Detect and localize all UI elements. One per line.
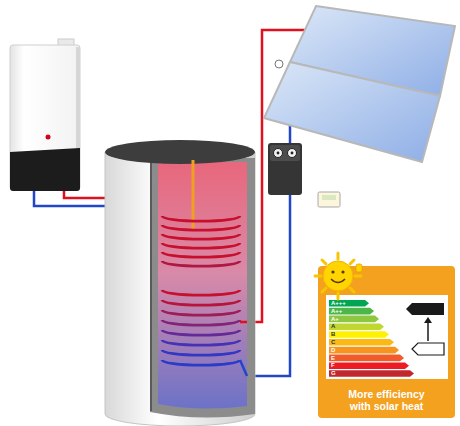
efficiency-bar [329, 355, 404, 362]
efficiency-bar [329, 323, 384, 330]
controller-case [318, 192, 340, 207]
coil-turn [162, 225, 240, 230]
return-pipe [34, 191, 108, 206]
tank-cut-edge [150, 160, 152, 411]
coil-turn [162, 216, 240, 221]
station-housing [268, 143, 302, 195]
collector-panel [264, 62, 440, 162]
anode-rod [192, 160, 195, 230]
sun-rays [315, 253, 361, 299]
efficiency-bar [329, 370, 414, 377]
coil-turn [162, 360, 240, 365]
coil-inlet [240, 321, 247, 324]
sun-face [323, 261, 353, 291]
sun-eye [331, 270, 334, 273]
coil-turn [162, 320, 240, 325]
coil-turn [162, 300, 240, 305]
sun-ray [355, 275, 361, 278]
efficiency-bar [329, 300, 369, 307]
boiler-panel [10, 148, 80, 191]
sun-ray [337, 293, 340, 299]
efficiency-bars [329, 300, 414, 377]
gauge [274, 149, 283, 158]
rating-arrow [412, 343, 444, 355]
coil-turn [162, 310, 240, 315]
pump-station [268, 143, 302, 195]
solar-controller [318, 192, 340, 207]
coil-turn [162, 234, 240, 239]
sun-smile [331, 279, 345, 283]
improvement-arrowhead [424, 317, 432, 323]
station-panel [270, 145, 300, 161]
label-caption: More efficiency with solar heat [339, 388, 434, 412]
efficiency-bar [329, 362, 409, 369]
tank-lid [105, 140, 255, 164]
sun-ray [322, 260, 326, 264]
sun-mascot [315, 253, 362, 299]
gas-boiler [10, 39, 80, 191]
tank-insulation [150, 158, 255, 418]
efficiency-bar [329, 339, 394, 346]
sun-eye [341, 270, 344, 273]
storage-tank [105, 140, 255, 426]
sensor-loop [275, 60, 283, 68]
efficiency-bar [329, 331, 389, 338]
coil-turn [162, 261, 240, 266]
upper-coil [162, 216, 240, 266]
sun-ray [350, 288, 354, 292]
lower-coil [162, 290, 240, 365]
coil-turn [162, 350, 240, 355]
sun-thumb [356, 264, 362, 272]
coil-turn [162, 252, 240, 257]
sun-ray [322, 288, 326, 292]
coil-turn [162, 290, 240, 295]
label-scale-panel [326, 295, 448, 379]
tank-water [158, 162, 247, 409]
gauge [288, 149, 297, 158]
rating-arrow [406, 303, 444, 315]
boiler-casing [10, 45, 80, 190]
solar-collector [264, 6, 455, 162]
gauge-hub [277, 152, 280, 155]
efficiency-bar [329, 316, 379, 323]
coil-turn [162, 243, 240, 248]
gauge-hub [291, 152, 294, 155]
sun-ray [315, 275, 321, 278]
sun-ray [350, 260, 354, 264]
energy-label: More efficiency with solar heat [318, 266, 455, 418]
efficiency-bar [329, 308, 374, 315]
sun-ray [337, 253, 340, 259]
boiler-indicator [46, 135, 51, 140]
improvement-arrow [427, 322, 429, 341]
coil-outlet [240, 360, 247, 376]
tank-shell [105, 152, 255, 426]
controller-display [322, 195, 336, 200]
flow-pipe [64, 191, 108, 198]
efficiency-bar [329, 347, 399, 354]
coil-turn [162, 340, 240, 345]
coil-turn [162, 330, 240, 335]
